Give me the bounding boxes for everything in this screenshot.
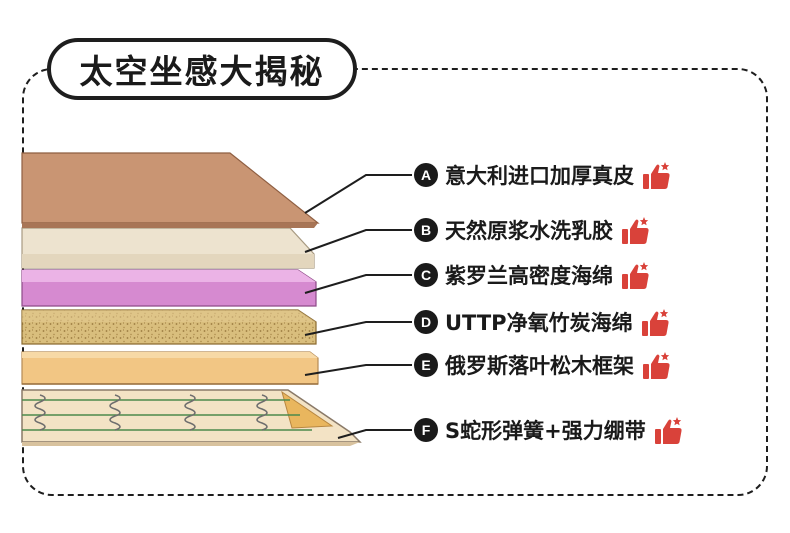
layer-c-violet-foam — [21, 269, 317, 307]
letter-badge: A — [414, 163, 438, 187]
layer-label-f: F S蛇形弹簧+强力绷带 — [414, 415, 688, 445]
letter-badge: E — [414, 353, 438, 377]
letter-badge: D — [414, 310, 438, 334]
page-title: 太空坐感大揭秘 — [79, 52, 325, 91]
layer-label-text: UTTP净氧竹炭海绵 — [445, 311, 633, 335]
layer-d-uttp-foam — [21, 309, 317, 345]
letter-badge: C — [414, 263, 438, 287]
layer-e-wood-frame — [21, 351, 319, 385]
layer-a-leather — [21, 152, 320, 228]
letter-badge: B — [414, 218, 438, 242]
thumbs-up-icon — [654, 417, 682, 444]
thumbs-up-icon — [622, 217, 649, 244]
letter-badge: F — [414, 418, 438, 442]
leader-lines — [304, 174, 412, 439]
layer-label-text: S蛇形弹簧+强力绷带 — [445, 419, 646, 443]
layer-label-text: 天然原浆水洗乳胶 — [445, 219, 613, 243]
title-pill: 太空坐感大揭秘 — [47, 38, 357, 100]
layer-label-b: B 天然原浆水洗乳胶 — [414, 215, 655, 245]
layer-f-springs — [21, 389, 362, 446]
layer-label-a: A 意大利进口加厚真皮 — [414, 160, 676, 190]
thumbs-up-icon — [643, 162, 670, 189]
layer-label-text: 紫罗兰高密度海绵 — [445, 264, 613, 288]
layer-label-d: D UTTP净氧竹炭海绵 — [414, 307, 675, 337]
thumbs-up-icon — [622, 262, 649, 289]
layer-b-latex — [21, 227, 315, 269]
layer-label-e: E 俄罗斯落叶松木框架 — [414, 350, 676, 380]
layer-label-c: C 紫罗兰高密度海绵 — [414, 260, 655, 290]
layer-label-text: 俄罗斯落叶松木框架 — [445, 354, 634, 378]
thumbs-up-icon — [641, 309, 669, 336]
layer-label-text: 意大利进口加厚真皮 — [445, 164, 634, 188]
thumbs-up-icon — [643, 352, 670, 379]
